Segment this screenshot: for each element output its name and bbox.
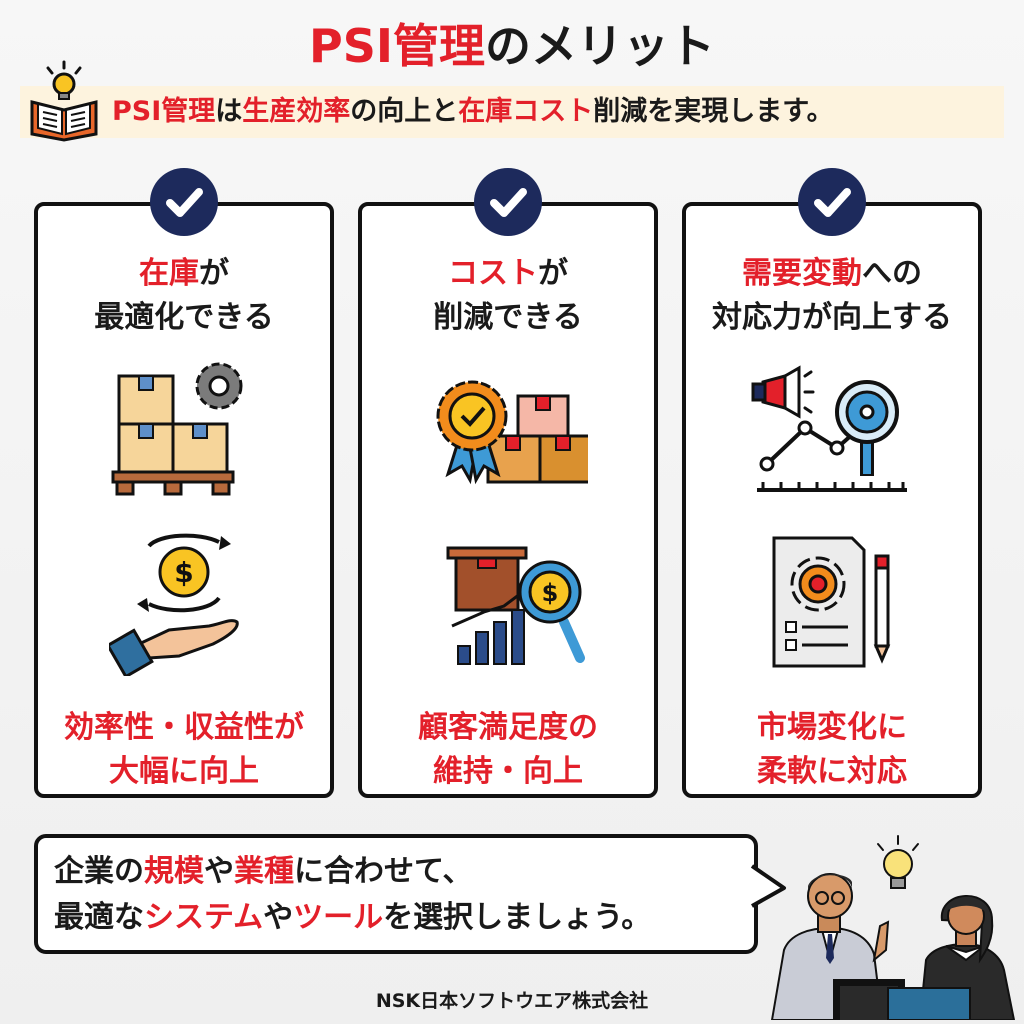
callout-seg: ツール	[293, 900, 384, 935]
people-laptop-illustration	[770, 830, 1020, 1021]
card-footnote: 効率性・収益性が大幅に向上	[38, 706, 330, 794]
subtitle-seg: 削減を実現します。	[593, 96, 834, 127]
benefit-card-inventory: 在庫が最適化できる $ 効率性・収益性が大幅に向上	[34, 202, 334, 798]
subtitle-seg: の向上と	[350, 96, 459, 127]
card-foot-line1: 市場変化に	[757, 710, 907, 745]
callout-seg: 最適な	[54, 900, 144, 935]
subtitle-seg: は	[215, 96, 243, 127]
card-title: 需要変動への対応力が向上する	[686, 252, 978, 340]
card-foot-line1: 効率性・収益性が	[64, 710, 304, 745]
check-circle-icon	[474, 168, 542, 236]
card-title-line2: 最適化できる	[94, 300, 274, 335]
badge-boxes-icon	[362, 356, 654, 506]
speech-bubble	[34, 834, 758, 954]
card-foot-line2: 柔軟に対応	[757, 754, 907, 789]
benefit-card-cost: コストが削減できる $	[358, 202, 658, 798]
speech-bubble-tail	[746, 864, 786, 908]
benefit-card-demand: 需要変動への対応力が向上する	[682, 202, 982, 798]
subtitle-seg: PSI管理	[112, 96, 216, 127]
page-title: PSI管理のメリット	[0, 18, 1024, 74]
callout-seg: 規模	[144, 854, 204, 889]
card-title: コストが削減できる	[362, 252, 654, 340]
card-title-highlight: コスト	[448, 256, 538, 291]
company-footer: NSK日本ソフトウエア株式会社	[375, 990, 649, 1012]
card-title: 在庫が最適化できる	[38, 252, 330, 340]
card-foot-line2: 大幅に向上	[109, 754, 259, 789]
svg-text:$: $	[542, 579, 559, 607]
megaphone-trend-magnifier-icon	[686, 356, 978, 506]
card-title-highlight: 在庫	[139, 256, 199, 291]
callout-line1: 企業の規模や業種に合わせて、	[54, 850, 473, 894]
callout-seg: や	[204, 854, 234, 889]
check-circle-icon	[150, 168, 218, 236]
callout-seg: 業種	[234, 854, 294, 889]
card-footnote: 顧客満足度の維持・向上	[362, 706, 654, 794]
card-title-rest: が	[199, 256, 229, 291]
card-title-highlight: 需要変動	[742, 256, 862, 291]
document-gear-pencil-icon	[686, 526, 978, 676]
svg-text:$: $	[174, 556, 193, 589]
callout-seg: に合わせて、	[294, 854, 473, 889]
card-foot-line1: 顧客満足度の	[418, 710, 598, 745]
card-title-line2: 削減できる	[433, 300, 583, 335]
inventory-pallet-gear-icon	[38, 356, 330, 506]
callout-seg: 企業の	[54, 854, 144, 889]
card-footnote: 市場変化に柔軟に対応	[686, 706, 978, 794]
callout-seg: システム	[144, 900, 264, 935]
title-rest: のメリット	[484, 19, 715, 73]
callout-seg: や	[263, 900, 294, 935]
check-circle-icon	[798, 168, 866, 236]
card-title-line2: 対応力が向上する	[712, 300, 952, 335]
subtitle: PSI管理は生産効率の向上と在庫コスト削減を実現します。	[112, 92, 1012, 132]
callout-seg: を選択しましょう。	[383, 900, 652, 935]
title-highlight: PSI管理	[309, 19, 485, 73]
subtitle-seg: 生産効率	[242, 96, 351, 127]
box-magnifier-chart-icon: $	[362, 526, 654, 676]
card-title-rest: が	[538, 256, 568, 291]
book-lightbulb-icon	[22, 58, 106, 142]
callout-line2: 最適なシステムやツールを選択しましょう。	[54, 896, 651, 940]
hand-dollar-coin-icon: $	[38, 526, 330, 676]
card-title-rest: への	[862, 256, 922, 291]
card-foot-line2: 維持・向上	[433, 754, 583, 789]
subtitle-band	[20, 86, 1004, 138]
subtitle-seg: 在庫コスト	[458, 96, 594, 127]
